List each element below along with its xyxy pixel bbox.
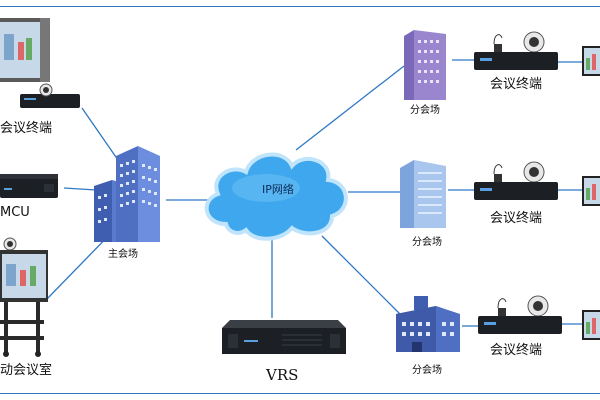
branch3-monitor	[582, 310, 600, 346]
branch2-monitor	[582, 176, 600, 212]
branch3-terminal	[478, 294, 564, 340]
vrs-server	[222, 320, 346, 360]
left-terminal-label: 会议终端	[0, 121, 53, 136]
ip-network-cloud	[196, 138, 356, 244]
mcu-label: MCU	[0, 205, 30, 220]
branch2-terminal	[474, 160, 560, 206]
left-video-terminal	[0, 14, 84, 116]
branch2-terminal-label: 会议终端	[490, 211, 543, 226]
branch1-site-label: 分会场	[410, 105, 440, 116]
branch2-building	[400, 160, 448, 228]
link-cloud-branch1	[295, 65, 405, 151]
branch1-terminal	[474, 30, 560, 76]
branch3-site-label: 分会场	[412, 365, 442, 376]
branch1-terminal-label: 会议终端	[490, 77, 543, 92]
main-venue-label: 主会场	[108, 249, 138, 260]
main-venue-building	[94, 146, 164, 242]
diagram-frame	[0, 6, 600, 394]
mcu-device	[0, 172, 64, 202]
mobile-room-cart	[0, 236, 52, 358]
branch1-monitor	[582, 46, 600, 82]
branch3-terminal-label: 会议终端	[490, 343, 543, 358]
branch3-building	[396, 296, 462, 352]
link-left-terminal-hub	[81, 107, 119, 161]
link-mcu-hub	[63, 187, 97, 191]
vrs-label: VRS	[266, 366, 299, 384]
cloud-label: IP网络	[262, 183, 294, 196]
branch1-building	[404, 30, 450, 100]
mobile-room-label: 动会议室	[0, 363, 53, 378]
link-cloud-branch3	[321, 235, 403, 317]
branch2-site-label: 分会场	[412, 237, 442, 248]
